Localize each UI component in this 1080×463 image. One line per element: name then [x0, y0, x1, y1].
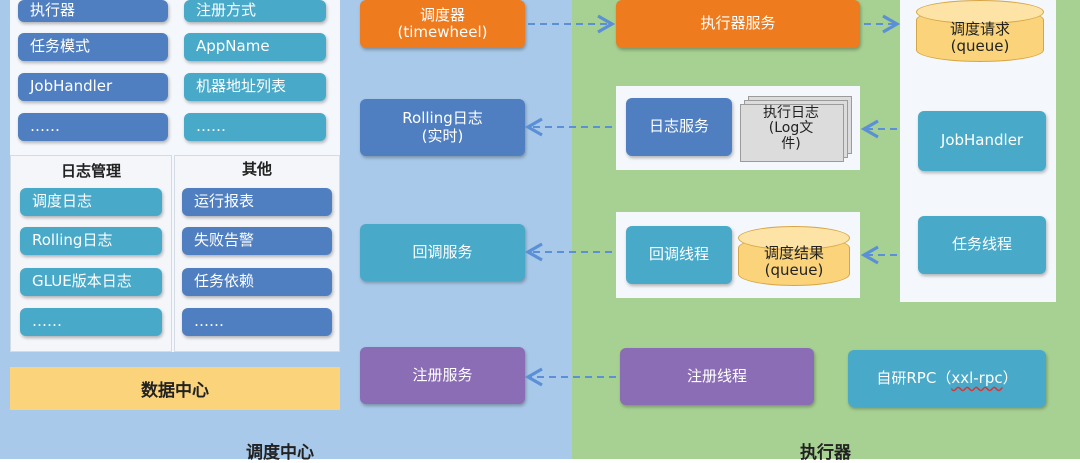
callback-service-box: 回调服务 [360, 224, 525, 281]
scheduling-center-title: 调度中心 [246, 443, 314, 463]
register-thread-box: 注册线程 [620, 348, 814, 405]
log-item-schedule: 调度日志 [20, 188, 162, 216]
log-service-box: 日志服务 [626, 98, 732, 156]
log-item-rolling: Rolling日志 [20, 227, 162, 255]
other-heading: 其他 [241, 160, 272, 178]
executor-service-box: 执行器服务 [616, 0, 860, 48]
log-management-heading: 日志管理 [60, 162, 121, 180]
mgmt-item-address-list: 机器地址列表 [184, 73, 326, 101]
scheduler-box: 调度器 (timewheel) [360, 0, 525, 48]
other-item-alarm: 失败告警 [182, 227, 332, 255]
log-item-more: …… [20, 308, 162, 336]
mgmt-item-executor: 执行器 [18, 0, 168, 22]
mgmt-item-register-type: 注册方式 [184, 0, 326, 22]
result-queue-cylinder: 调度结果 (queue) [738, 226, 850, 286]
result-queue-label: 调度结果 (queue) [763, 244, 824, 279]
other-item-report: 运行报表 [182, 188, 332, 216]
rpc-box: 自研RPC（xxl-rpc） [848, 350, 1046, 407]
mgmt-item-more-2: …… [184, 113, 326, 141]
callback-thread-box: 回调线程 [626, 226, 732, 284]
rolling-log-box: Rolling日志 (实时) [360, 99, 525, 156]
log-file-doc-front [740, 104, 844, 162]
jobhandler-box: JobHandler [918, 111, 1046, 171]
mgmt-item-jobhandler: JobHandler [18, 73, 168, 101]
rpc-prefix: 自研RPC（ [876, 368, 952, 387]
log-file-label: 执行日志 (Log文 件) [763, 105, 819, 152]
request-queue-cylinder: 调度请求 (queue) [916, 0, 1044, 62]
mgmt-item-appname: AppName [184, 33, 326, 61]
register-service-box: 注册服务 [360, 347, 525, 404]
log-item-glue: GLUE版本日志 [20, 268, 162, 296]
task-thread-box: 任务线程 [918, 216, 1046, 274]
rpc-name: xxl-rpc [951, 368, 1003, 387]
mgmt-item-task-mode: 任务模式 [18, 33, 168, 61]
rpc-suffix: ） [1002, 368, 1018, 387]
executor-title: 执行器 [800, 443, 851, 463]
datacenter-bar: 数据中心 [10, 367, 340, 410]
other-item-dependency: 任务依赖 [182, 268, 332, 296]
mgmt-item-more-1: …… [18, 113, 168, 141]
request-queue-label: 调度请求 (queue) [949, 20, 1010, 55]
other-item-more: …… [182, 308, 332, 336]
